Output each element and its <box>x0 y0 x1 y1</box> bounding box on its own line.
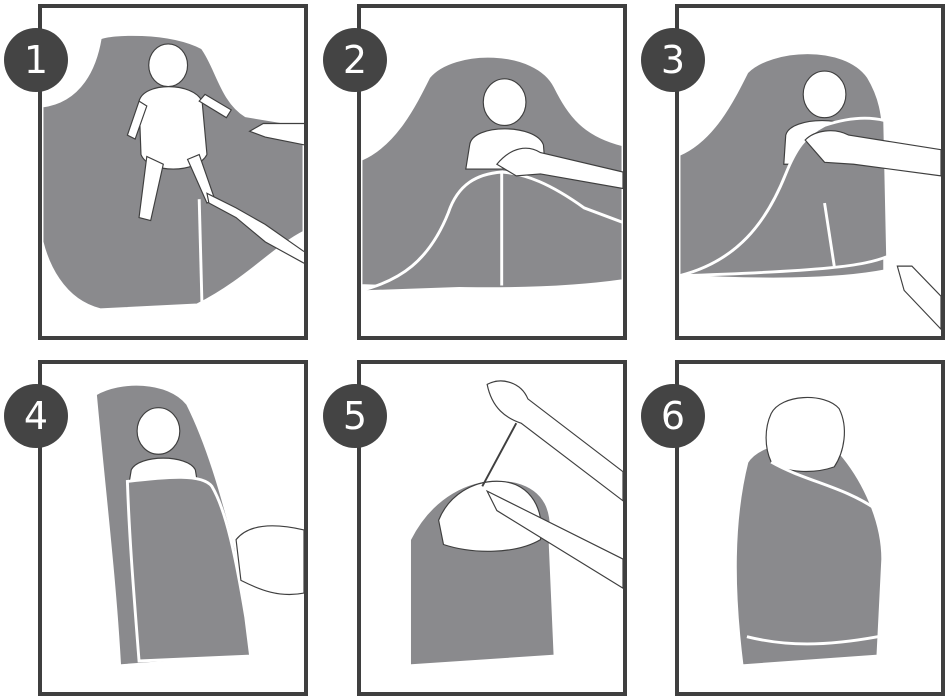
step-4-panel <box>38 360 308 696</box>
fold-side-over-illustration <box>361 8 623 336</box>
step-6-panel <box>675 360 945 696</box>
step-3-badge: 3 <box>641 28 705 92</box>
step-4-badge: 4 <box>4 384 68 448</box>
step-5-badge: 5 <box>323 384 387 448</box>
fold-other-side-illustration <box>679 8 941 336</box>
step-5-panel <box>357 360 627 696</box>
step-1-badge: 1 <box>4 28 68 92</box>
swaddled-baby-illustration <box>679 364 941 692</box>
step-2-panel <box>357 4 627 340</box>
tuck-wrap-illustration <box>42 364 304 692</box>
step-3-panel <box>675 4 945 340</box>
step-6-badge: 6 <box>641 384 705 448</box>
step-1-panel <box>38 4 308 340</box>
pull-drawstring-illustration <box>361 364 623 692</box>
baby-on-blanket-illustration <box>42 8 304 336</box>
step-2-badge: 2 <box>323 28 387 92</box>
